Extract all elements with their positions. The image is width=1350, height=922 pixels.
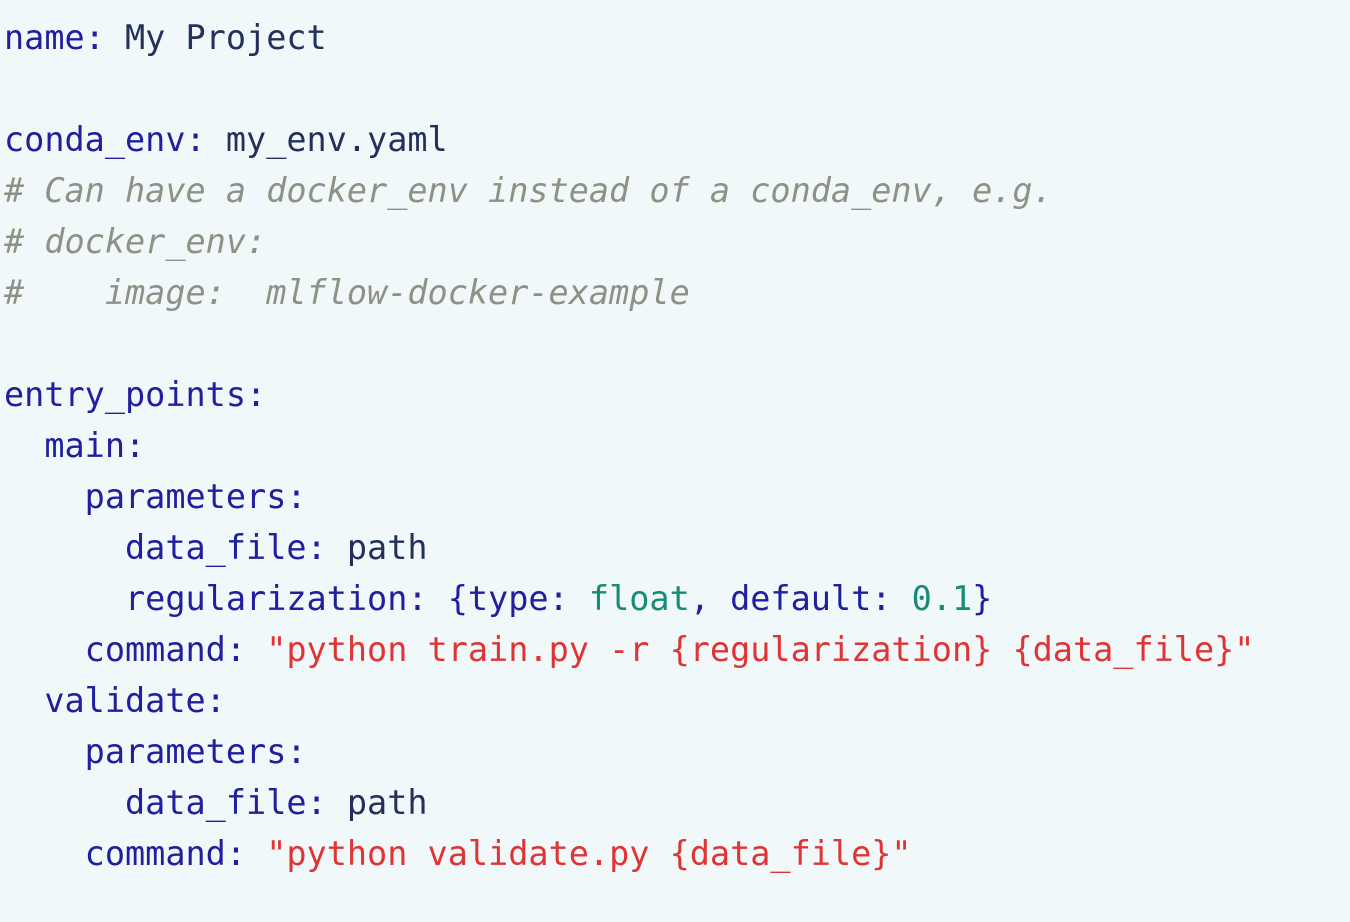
code-token-key: parameters:	[4, 732, 307, 771]
code-token-key: conda_env:	[4, 120, 206, 159]
code-token-key: data_file:	[4, 528, 327, 567]
code-token-key: parameters:	[4, 477, 307, 516]
code-token-string: "python train.py -r {regularization} {da…	[266, 630, 1255, 669]
code-line: entry_points:	[0, 369, 1350, 420]
code-token-punct: }	[972, 579, 993, 618]
code-token-punct	[246, 834, 266, 873]
code-token-punct: , default:	[689, 579, 912, 618]
code-line: command: "python train.py -r {regulariza…	[0, 624, 1350, 675]
code-line: data_file: path	[0, 777, 1350, 828]
code-blank-line	[0, 63, 1350, 114]
code-line: data_file: path	[0, 522, 1350, 573]
code-token-type: float	[588, 579, 690, 618]
code-line: command: "python validate.py {data_file}…	[0, 828, 1350, 879]
code-token-key: entry_points:	[4, 375, 267, 414]
code-line: parameters:	[0, 471, 1350, 522]
code-token-plain: My Project	[104, 18, 327, 57]
code-token-key: validate:	[4, 681, 226, 720]
code-token-key: data_file:	[4, 783, 327, 822]
code-token-number: 0.1	[911, 579, 973, 618]
code-line: conda_env: my_env.yaml	[0, 114, 1350, 165]
code-line: parameters:	[0, 726, 1350, 777]
code-blank-line	[0, 318, 1350, 369]
code-line: validate:	[0, 675, 1350, 726]
code-line: # Can have a docker_env instead of a con…	[0, 165, 1350, 216]
code-token-comment: # docker_env:	[4, 222, 267, 261]
code-token-punct	[246, 630, 266, 669]
code-line: # image: mlflow-docker-example	[0, 267, 1350, 318]
code-token-key: regularization:	[4, 579, 428, 618]
yaml-code-block[interactable]: name: My Project conda_env: my_env.yaml # …	[0, 12, 1350, 922]
code-token-key: command:	[4, 834, 247, 873]
code-token-comment: # image: mlflow-docker-example	[4, 273, 690, 312]
code-line: regularization: {type: float, default: 0…	[0, 573, 1350, 624]
code-token-key: name:	[4, 18, 105, 57]
code-token-plain: my_env.yaml	[205, 120, 448, 159]
code-line: main:	[0, 420, 1350, 471]
code-token-string: "python validate.py {data_file}"	[266, 834, 912, 873]
code-line: # docker_env:	[0, 216, 1350, 267]
code-token-key: command:	[4, 630, 247, 669]
code-token-plain: path	[326, 783, 428, 822]
code-line: name: My Project	[0, 12, 1350, 63]
code-token-plain: path	[326, 528, 428, 567]
code-token-punct: {type:	[427, 579, 589, 618]
code-token-comment: # Can have a docker_env instead of a con…	[4, 171, 1053, 210]
code-token-key: main:	[4, 426, 146, 465]
